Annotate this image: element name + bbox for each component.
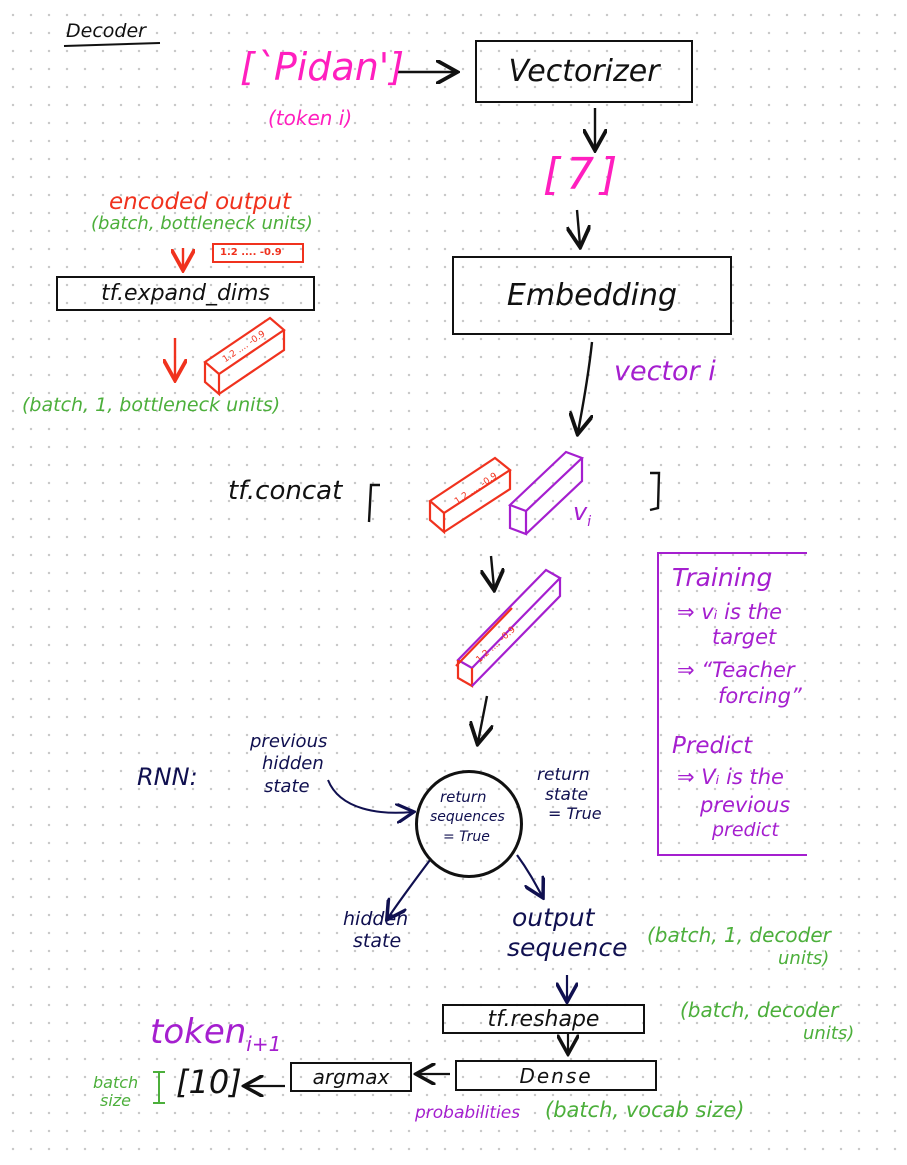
prev-hidden-line-2: hidden	[262, 753, 324, 774]
prev-hidden-line-1: previous	[250, 731, 328, 752]
output-sequence-line-1: output	[512, 903, 595, 932]
dense-box: Dense	[455, 1060, 657, 1091]
concat-vector-label: vi	[573, 498, 592, 530]
batch-bracket	[153, 1071, 165, 1104]
output-shape-line-1: (batch, 1, decoder	[647, 923, 831, 947]
vectorizer-box: Vectorizer	[475, 40, 693, 103]
encoded-vector-values: 1.2 .... -0.9	[220, 247, 282, 258]
expanded-tensor-prism	[203, 316, 286, 397]
predict-line-1: ⇒ Vᵢ is the	[677, 765, 784, 789]
output-token-id: [10]	[176, 1063, 242, 1101]
embedding-box: Embedding	[452, 256, 732, 335]
arrow-embedding-to-concat	[578, 341, 592, 432]
vectorizer-label: Vectorizer	[508, 54, 660, 89]
input-token-sub: (token i)	[268, 106, 353, 130]
hidden-state-line-2: state	[353, 930, 402, 952]
rnn-inside-1: return	[440, 788, 487, 806]
rnn-inside-3: = True	[443, 829, 490, 845]
diagram-title: Decoder	[66, 20, 146, 42]
arrow-id-to-embedding	[577, 209, 580, 245]
concat-bracket-left	[367, 483, 380, 523]
arrow-to-rnn	[478, 695, 487, 742]
concat-vector-prism	[507, 450, 585, 536]
output-sequence-line-2: sequence	[507, 933, 628, 962]
expanded-shape: (batch, 1, bottleneck units)	[22, 394, 281, 416]
arrow-concat-down	[491, 555, 494, 588]
embedding-output-label: vector i	[614, 356, 716, 387]
concat-label: tf.concat	[228, 476, 343, 506]
return-state-1: return	[537, 765, 590, 785]
prev-hidden-line-3: state	[264, 776, 310, 797]
output-shape-line-2: units)	[778, 948, 830, 969]
arrow-rnn-to-hidden	[388, 859, 431, 918]
concat-encoded-prism	[428, 456, 512, 535]
next-token-label: tokeni+1	[150, 1012, 282, 1056]
predict-line-1b: previous	[700, 793, 791, 817]
token-id: [7]	[543, 149, 624, 200]
rnn-inside-2: sequences	[430, 809, 505, 825]
expand-dims-label: tf.expand_dims	[101, 281, 270, 306]
batch-size-line-2: size	[100, 1091, 132, 1110]
dense-shape: (batch, vocab size)	[545, 1098, 745, 1122]
training-predict-note	[657, 552, 807, 856]
concat-bracket-right	[649, 471, 661, 512]
reshape-shape-line-2: units)	[803, 1023, 855, 1044]
training-line-2: ⇒ “Teacher	[677, 658, 795, 682]
training-line-2b: forcing”	[718, 684, 802, 708]
probabilities-label: probabilities	[415, 1103, 521, 1123]
expand-dims-box: tf.expand_dims	[56, 276, 315, 311]
reshape-box: tf.reshape	[442, 1004, 645, 1034]
argmax-box: argmax	[290, 1062, 412, 1092]
encoded-vector	[212, 243, 304, 263]
argmax-label: argmax	[312, 1065, 390, 1089]
concatenated-tensor-prism	[455, 568, 562, 688]
arrow-prev-hidden-to-rnn	[327, 779, 412, 813]
embedding-label: Embedding	[506, 278, 678, 313]
encoded-output-shape: (batch, bottleneck units)	[91, 213, 313, 234]
return-state-3: = True	[548, 804, 602, 823]
hidden-state-line-1: hidden	[343, 908, 409, 930]
predict-line-1c: predict	[712, 819, 779, 841]
encoded-output-label: encoded output	[109, 189, 291, 215]
rnn-label: RNN:	[137, 763, 198, 791]
reshape-shape-line-1: (batch, decoder	[680, 998, 839, 1022]
predict-title: Predict	[672, 733, 753, 759]
reshape-label: tf.reshape	[487, 1006, 600, 1032]
batch-size-line-1: batch	[93, 1073, 139, 1092]
dense-label: Dense	[519, 1063, 593, 1088]
return-state-2: state	[545, 785, 589, 805]
training-line-1: ⇒ vᵢ is the	[677, 600, 783, 624]
training-line-1b: target	[712, 625, 777, 649]
rnn-cell	[415, 770, 523, 878]
training-title: Training	[672, 563, 773, 592]
input-token: [`Pidan']	[240, 45, 405, 89]
title-underline	[63, 42, 161, 47]
arrow-rnn-to-output	[516, 854, 542, 896]
